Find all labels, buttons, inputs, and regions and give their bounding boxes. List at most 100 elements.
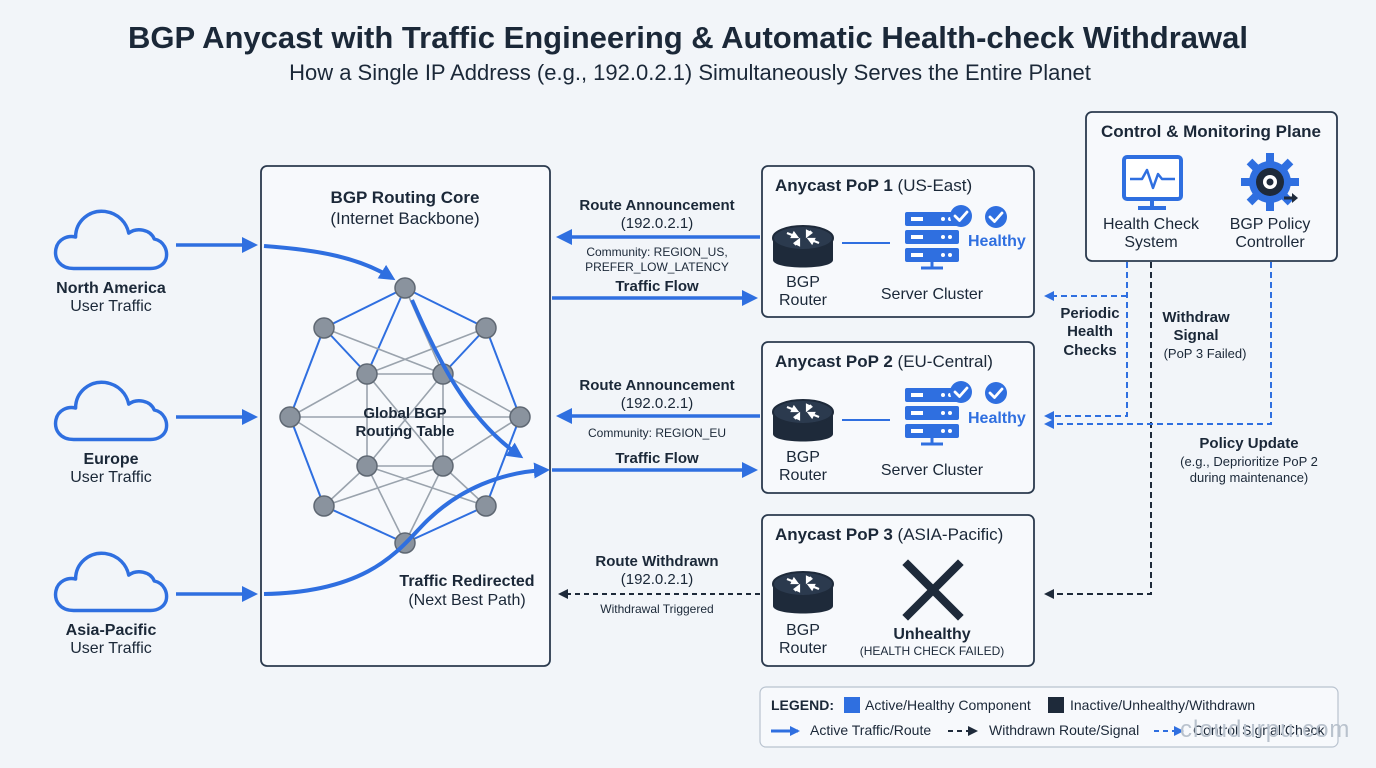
pop2-status: Healthy xyxy=(968,410,1026,427)
pop2-panel xyxy=(761,341,1035,494)
control-plane-title: Control & Monitoring Plane xyxy=(1100,122,1322,141)
periodic-health-label-2: Health xyxy=(1067,323,1113,340)
legend-label: LEGEND: xyxy=(771,697,834,713)
routing-mesh xyxy=(279,277,531,554)
pop2-announce-label: Route Announcement xyxy=(579,377,735,394)
redirect-sublabel: (Next Best Path) xyxy=(408,592,526,609)
policy-update-label: Policy Update xyxy=(1199,435,1299,452)
pop3-router-label: BGP xyxy=(786,622,820,639)
gear-icon xyxy=(1241,153,1299,211)
legend-active-swatch xyxy=(844,697,860,713)
pop1-status: Healthy xyxy=(968,233,1026,250)
legend-withdrawn-label: Withdrawn Route/Signal xyxy=(989,722,1140,738)
pop2-announce-ip: (192.0.2.1) xyxy=(620,395,694,412)
periodic-health-label: Periodic xyxy=(1060,305,1120,322)
bgp-core-panel xyxy=(260,165,551,667)
routing-table-label: Global BGP xyxy=(363,405,447,422)
pop2-flow-label: Traffic Flow xyxy=(615,450,699,467)
pop3-withdrawal-trigger: Withdrawal Triggered xyxy=(600,602,714,616)
policy-update-detail: (e.g., Deprioritize PoP 2 xyxy=(1180,454,1318,469)
withdraw-signal-label: Withdraw xyxy=(1162,309,1230,326)
pop2-check-icon-2 xyxy=(984,381,1008,405)
europe-cloud-icon xyxy=(53,380,169,442)
na-path-into-core xyxy=(263,244,396,281)
pop1-cluster-label: Server Cluster xyxy=(880,286,984,303)
redirect-label: Traffic Redirected xyxy=(399,573,535,590)
legend-control-label: Control Signal/Check xyxy=(1193,722,1325,738)
pop3-status: Unhealthy xyxy=(893,626,971,643)
health-check-label: Health Check xyxy=(1102,216,1200,233)
eu-user-sublabel: User Traffic xyxy=(70,469,152,486)
pop3-region: (ASIA-Pacific) xyxy=(897,525,1004,544)
withdraw-signal-label-2: Signal xyxy=(1173,327,1219,344)
na-user-sublabel: User Traffic xyxy=(70,298,152,315)
page-subtitle: How a Single IP Address (e.g., 192.0.2.1… xyxy=(289,60,1091,85)
core-internal-path xyxy=(410,299,524,459)
routing-table-label-2: Routing Table xyxy=(355,423,455,440)
withdraw-signal-detail: (PoP 3 Failed) xyxy=(1163,346,1247,361)
pop1-community: Community: REGION_US, xyxy=(586,245,728,259)
control-plane-panel xyxy=(1085,111,1338,262)
pop3-withdrawn-label: Route Withdrawn xyxy=(595,553,719,570)
pop2-cluster-label: Server Cluster xyxy=(880,462,984,479)
page-title: BGP Anycast with Traffic Engineering & A… xyxy=(128,20,1248,55)
pop2-router-label-2: Router xyxy=(778,467,828,484)
pop1-title: Anycast PoP 1 (US-East) xyxy=(775,176,972,196)
ap-user-label: Asia-Pacific xyxy=(65,622,157,639)
pop2-community: Community: REGION_EU xyxy=(587,426,727,440)
health-check-to-pop2 xyxy=(1044,262,1128,421)
pop3-title: Anycast PoP 3 (ASIA-Pacific) xyxy=(775,525,1003,545)
ap-user-sublabel: User Traffic xyxy=(70,640,152,657)
pop3-panel xyxy=(761,514,1035,667)
policy-controller-label: BGP Policy xyxy=(1229,216,1311,233)
redirected-traffic-path xyxy=(263,462,550,596)
pop1-check-icon xyxy=(949,204,973,228)
na-user-label: North America xyxy=(56,280,166,297)
pop1-server-cluster-icon xyxy=(903,210,961,270)
pop2-router-label: BGP xyxy=(786,449,820,466)
pop3-failed-x-icon xyxy=(902,559,964,621)
pop2-name: Anycast PoP 2 xyxy=(775,352,893,371)
monitor-icon xyxy=(1122,155,1183,210)
legend-panel xyxy=(759,686,1339,748)
pop2-server-cluster-icon xyxy=(903,386,961,446)
pop1-announce-ip: (192.0.2.1) xyxy=(620,215,694,232)
watermark: cloudurpu.com xyxy=(1180,716,1351,743)
pop1-router-label-2: Router xyxy=(778,292,828,309)
pop2-check-icon xyxy=(949,380,973,404)
pop2-router-icon xyxy=(771,398,835,443)
policy-update-detail-2: during maintenance) xyxy=(1189,470,1309,485)
withdraw-signal-line xyxy=(1044,262,1152,599)
north-america-cloud-icon xyxy=(53,209,169,271)
pop3-router-label-2: Router xyxy=(778,640,828,657)
pop1-panel xyxy=(761,165,1035,318)
core-title: BGP Routing Core xyxy=(330,188,480,207)
legend-inactive-swatch xyxy=(1048,697,1064,713)
pop3-withdrawn-ip: (192.0.2.1) xyxy=(620,571,694,588)
pop2-region: (EU-Central) xyxy=(897,352,993,371)
policy-controller-label-2: Controller xyxy=(1235,234,1305,251)
legend-traffic-label: Active Traffic/Route xyxy=(810,722,932,738)
pop1-flow-label: Traffic Flow xyxy=(615,278,699,295)
core-subtitle: (Internet Backbone) xyxy=(330,209,480,228)
pop1-community-2: PREFER_LOW_LATENCY xyxy=(585,260,729,274)
asia-pacific-cloud-icon xyxy=(53,551,169,613)
pop2-title: Anycast PoP 2 (EU-Central) xyxy=(775,352,993,372)
pop3-status-detail: (HEALTH CHECK FAILED) xyxy=(859,644,1005,658)
pop1-region: (US-East) xyxy=(897,176,973,195)
pop1-name: Anycast PoP 1 xyxy=(775,176,893,195)
pop1-router-icon xyxy=(771,224,835,269)
legend-active-label: Active/Healthy Component xyxy=(865,697,1031,713)
policy-update-line xyxy=(1044,262,1272,429)
pop1-announce-label: Route Announcement xyxy=(579,197,735,214)
pop3-router-icon xyxy=(771,570,835,615)
eu-user-label: Europe xyxy=(83,451,139,468)
health-check-label-2: System xyxy=(1124,234,1178,251)
pop3-name: Anycast PoP 3 xyxy=(775,525,893,544)
pop1-check-icon-2 xyxy=(984,205,1008,229)
legend-inactive-label: Inactive/Unhealthy/Withdrawn xyxy=(1070,697,1256,713)
periodic-health-label-3: Checks xyxy=(1063,342,1117,359)
pop1-router-label: BGP xyxy=(786,274,820,291)
